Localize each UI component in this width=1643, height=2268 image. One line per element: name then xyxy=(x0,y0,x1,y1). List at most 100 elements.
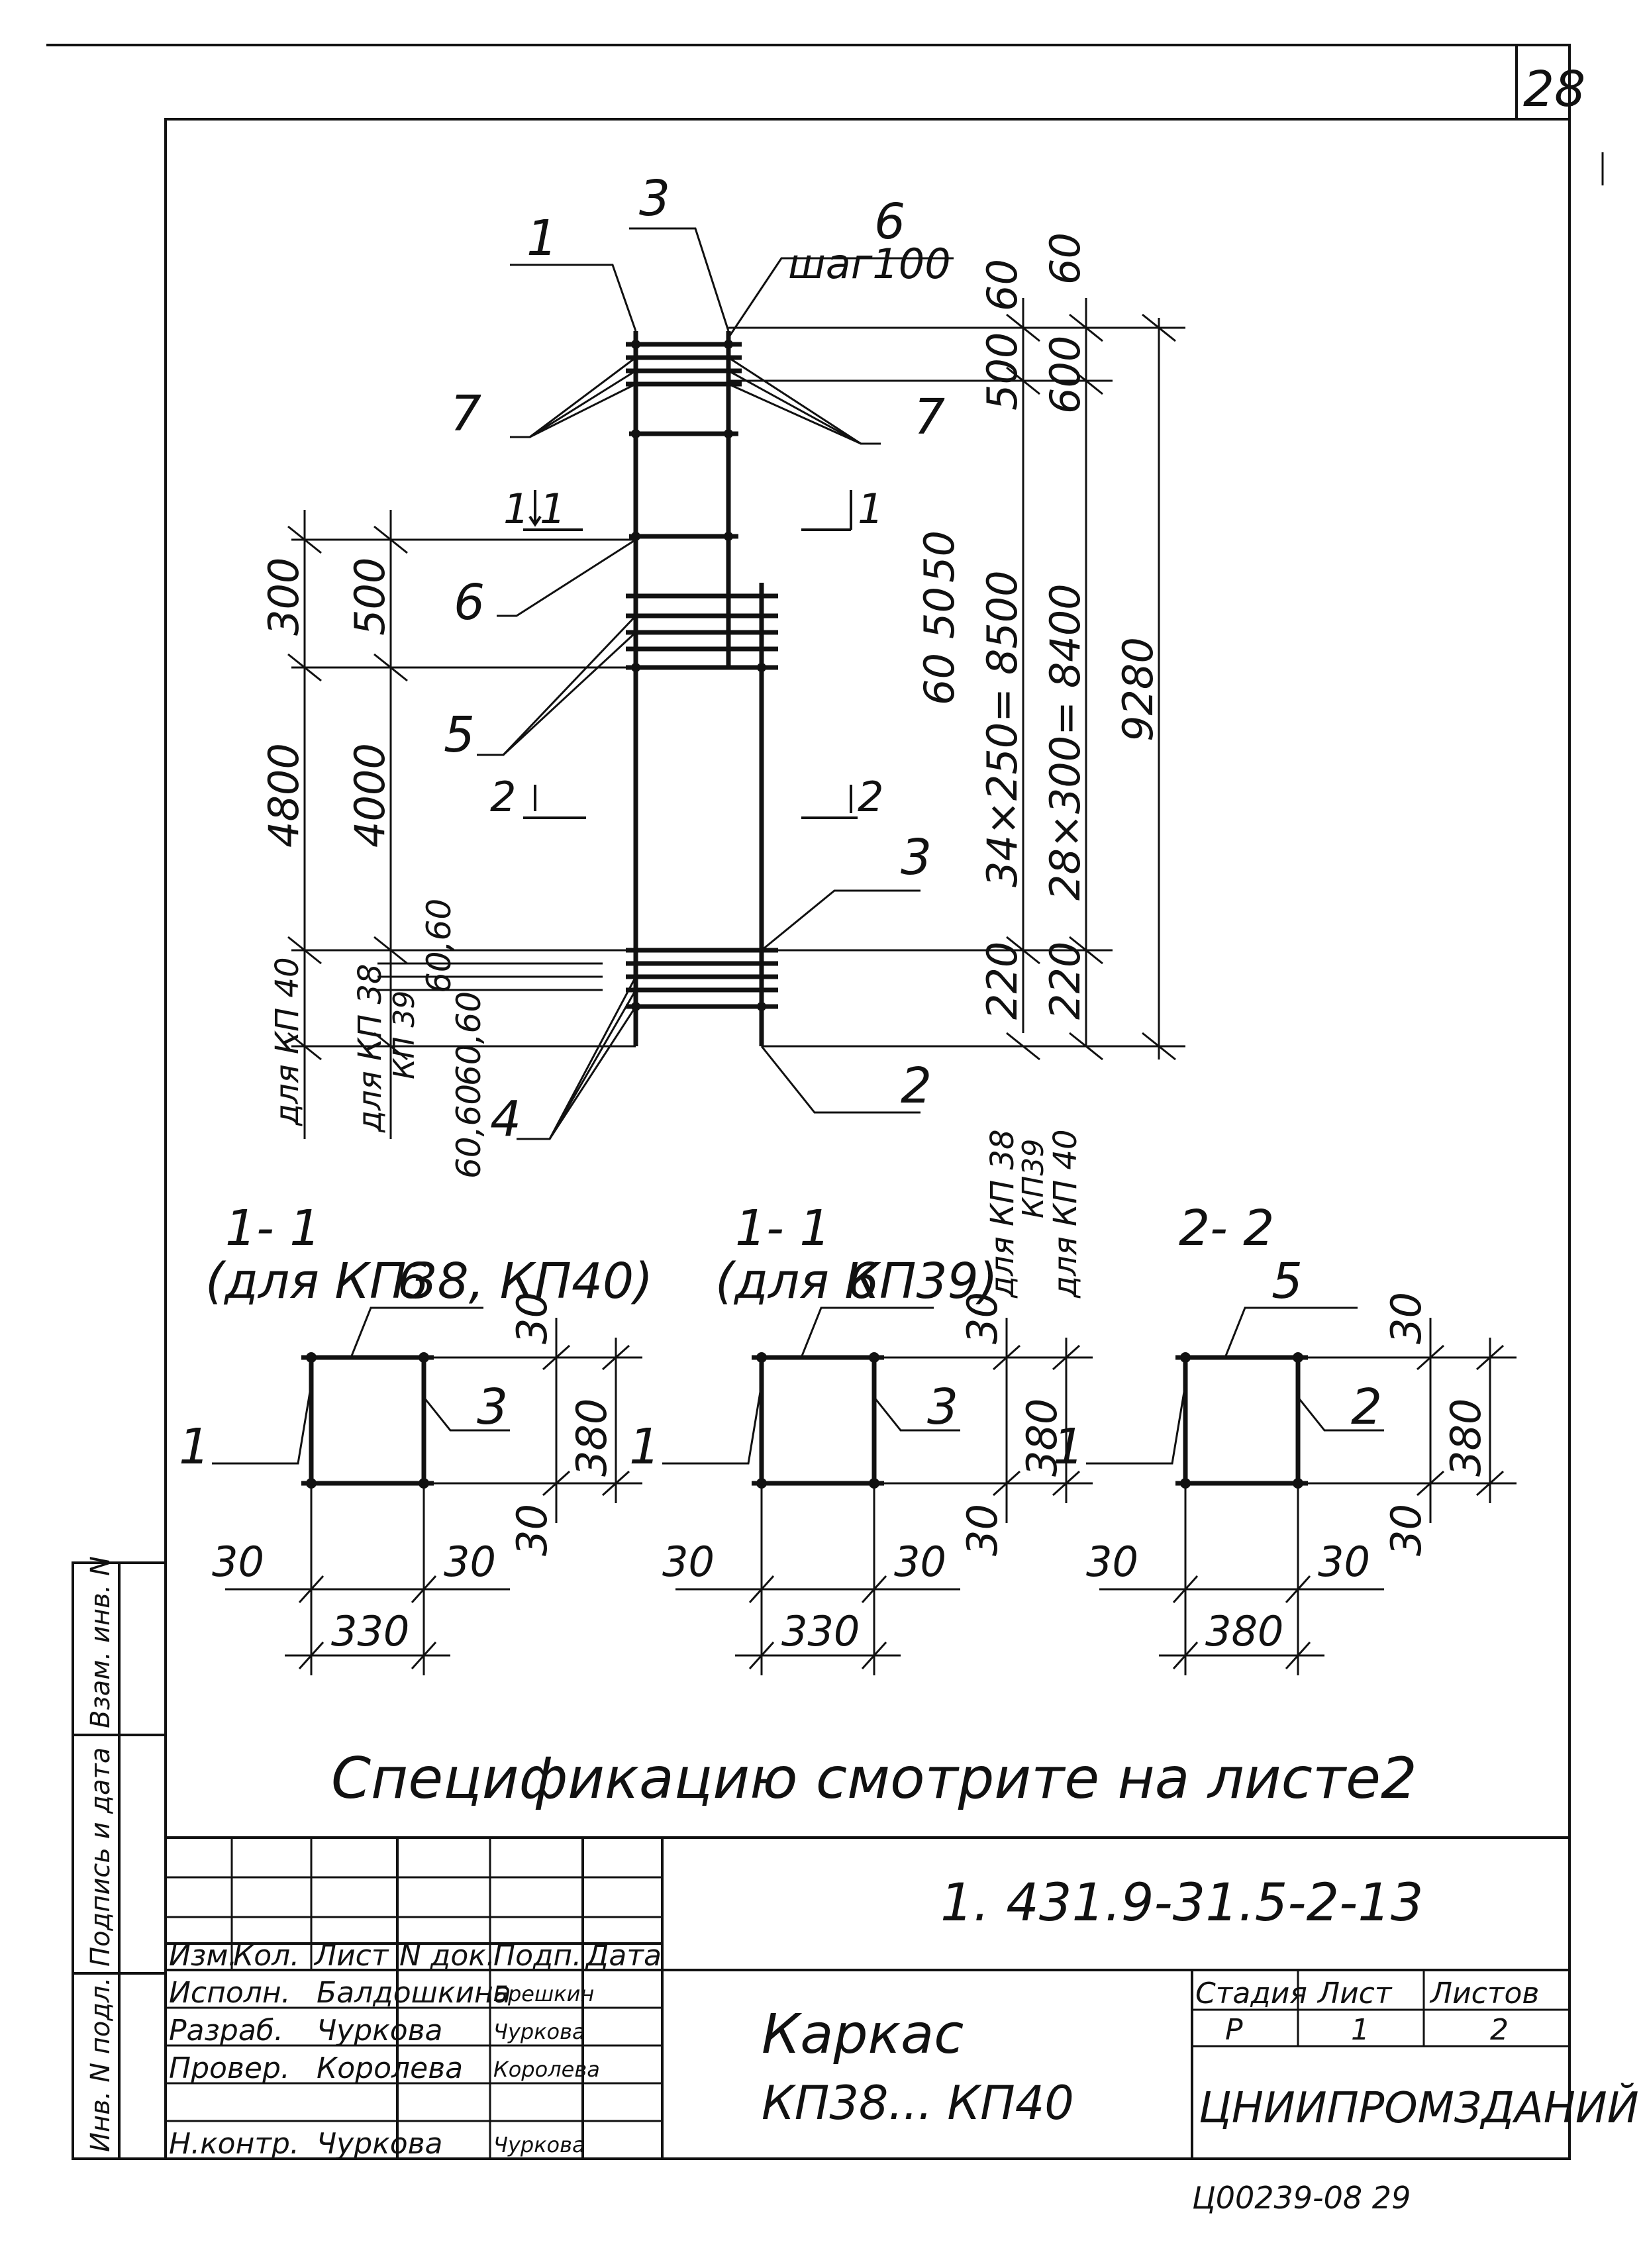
cut-mark-1-right xyxy=(801,490,852,531)
section-title: 1- 1 xyxy=(225,1200,321,1257)
document-code: 1. 431.9-31.5-2-13 xyxy=(940,1873,1424,1933)
side-vzam-inv: Взам. инв. N xyxy=(85,1556,116,1728)
dim-left-for-kp38: для КП 38 xyxy=(352,963,389,1133)
tb-name: Балдошкина xyxy=(317,1976,511,2010)
dim-4800: 4800 xyxy=(260,743,308,848)
section-dim-30-right: 30 xyxy=(444,1538,496,1586)
leader-5 xyxy=(477,615,637,756)
dim-600: 600 xyxy=(1041,336,1089,414)
side-podpis-data: Подпись и дата xyxy=(85,1748,116,1967)
section-dim-30-right: 30 xyxy=(1318,1538,1370,1586)
section-title: 2- 2 xyxy=(1179,1200,1274,1257)
cut-label-2-right: 2 xyxy=(858,773,883,821)
section-title: 1- 1 xyxy=(735,1200,830,1257)
section-dim-tick xyxy=(601,1470,630,1497)
dim-left-60-60c: 60,60 xyxy=(450,1084,488,1179)
tb-title-line1: Каркас xyxy=(762,2003,964,2066)
section-subtitle: (для КП39) xyxy=(715,1253,998,1310)
section-label-right: 3 xyxy=(477,1379,508,1436)
section-corner-dot xyxy=(1180,1352,1191,1363)
section-dim-30-left: 30 xyxy=(1086,1538,1138,1586)
dim-60c: 60 xyxy=(915,653,964,705)
dim-34x250: 34×250= 8500 xyxy=(978,570,1026,887)
label-4: 4 xyxy=(490,1091,521,1148)
cut-label-1-left: 1 xyxy=(503,485,529,533)
section-dim-30-top: 30 xyxy=(1382,1292,1430,1344)
section-dim-tick xyxy=(1172,1641,1199,1670)
section-dim-tick xyxy=(748,1641,775,1670)
section-dim-tick xyxy=(1416,1470,1445,1497)
leader-7-right xyxy=(728,356,881,445)
leader-3 xyxy=(629,227,730,332)
dim-60b: 60 xyxy=(1041,232,1089,285)
page-number: 28 xyxy=(1523,61,1585,118)
tb-header-podp: Подп. xyxy=(493,1939,581,1973)
section-dim-tick xyxy=(542,1470,571,1497)
section-dim-30-bottom: 30 xyxy=(958,1504,1007,1556)
section-dim-tick xyxy=(1475,1344,1505,1371)
dim-left-60-60b: 60,60 xyxy=(450,991,488,1086)
section-dim-height: 380 xyxy=(568,1399,616,1477)
tb-sheets-value: 2 xyxy=(1490,2013,1509,2047)
leader-1 xyxy=(510,264,637,332)
tb-sheet-label: Лист xyxy=(1317,1977,1393,2010)
drawing-frame xyxy=(164,118,1571,2160)
dim-50b: 50 xyxy=(915,587,964,639)
section-corner-dot xyxy=(756,1352,767,1363)
footer-code: Ц00239-08 29 xyxy=(1192,2180,1411,2216)
leader-6-mid xyxy=(497,538,636,617)
section-dim-tick xyxy=(1052,1344,1081,1371)
section-label-left: 1 xyxy=(179,1418,210,1475)
section-label-left: 1 xyxy=(629,1418,660,1475)
section-dim-tick xyxy=(992,1470,1021,1497)
section-dim-30-right: 30 xyxy=(894,1538,946,1586)
dim-for-kp40: для КП 40 xyxy=(1047,1129,1084,1299)
section-dim-tick xyxy=(992,1344,1021,1371)
section-label-top: 6 xyxy=(397,1253,428,1310)
dim-9280: 9280 xyxy=(1114,637,1162,742)
tb-role: Н.контр. xyxy=(169,2127,299,2161)
tb-role: Провер. xyxy=(169,2051,290,2085)
section-dim-30-top: 30 xyxy=(958,1292,1007,1344)
dim-left-kp39: КП 39 xyxy=(387,991,421,1079)
title-block-text: 1. 431.9-31.5-2-13 Изм. Кол. Лист N док.… xyxy=(169,1873,1639,2161)
tb-header-izm: Изм. xyxy=(169,1939,238,1973)
tb-sheet-value: 1 xyxy=(1351,2013,1369,2047)
section-dim-width: 380 xyxy=(1205,1607,1283,1655)
tb-sign: Чуркова xyxy=(493,2019,585,2044)
section-dim-width: 330 xyxy=(331,1607,409,1655)
cut-mark-1-left xyxy=(523,490,583,531)
dim-300: 300 xyxy=(260,558,308,636)
page-number-box xyxy=(1515,44,1571,121)
section-leader-right xyxy=(873,1397,960,1432)
cut-label-1-left-b: 1 xyxy=(540,485,566,533)
tb-sign: Брешкин xyxy=(493,1981,594,2006)
section-dim-tick xyxy=(1285,1641,1311,1670)
section-dim-30-bottom: 30 xyxy=(1382,1504,1430,1556)
side-inv-podl: Инв. N подл. xyxy=(85,1977,116,2152)
section-dim-30-left: 30 xyxy=(662,1538,715,1586)
section-dim-30-bottom: 30 xyxy=(508,1504,556,1556)
section-dim-tick xyxy=(748,1575,775,1604)
tb-title-line2: КП38... КП40 xyxy=(762,2076,1074,2130)
tb-header-data: Дата xyxy=(585,1939,662,1973)
label-6-mid: 6 xyxy=(454,574,485,631)
section-dim-tick xyxy=(861,1641,887,1670)
section-dim-tick xyxy=(411,1575,437,1604)
section-label-right: 3 xyxy=(927,1379,958,1436)
section-dim-30-top: 30 xyxy=(508,1292,556,1344)
dim-500-left: 500 xyxy=(346,558,394,636)
dim-220a: 220 xyxy=(978,942,1026,1020)
dim-kp39: КП39 xyxy=(1017,1139,1050,1218)
leader-4 xyxy=(517,976,637,1140)
dim-60a: 60 xyxy=(978,259,1026,311)
section-dim-tick xyxy=(1172,1575,1199,1604)
label-3-low: 3 xyxy=(901,829,932,886)
cut-mark-2-right xyxy=(801,785,858,819)
dim-left-for-kp40: для КП 40 xyxy=(269,957,306,1126)
section-label-top: 6 xyxy=(848,1253,879,1310)
side-stamp: Взам. инв. N Подпись и дата Инв. N подл. xyxy=(72,1556,167,2160)
tb-name: Чуркова xyxy=(317,2014,443,2047)
section-leader-right xyxy=(1297,1397,1384,1432)
